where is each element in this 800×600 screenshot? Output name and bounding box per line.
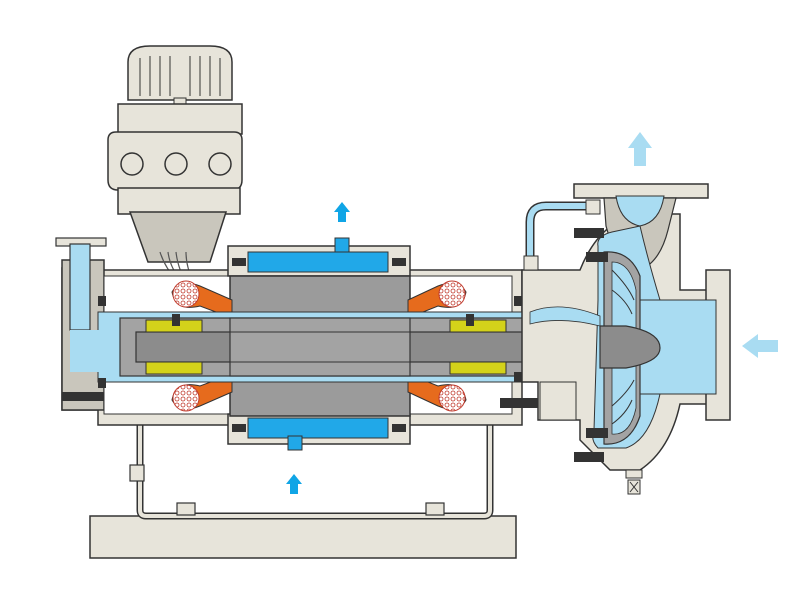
flushing-line — [523, 199, 601, 271]
pump-casing — [521, 183, 731, 495]
outlet-flow-arrow — [628, 132, 652, 166]
coolant-out-arrow — [334, 202, 350, 222]
casing-bolts — [62, 296, 538, 408]
coolant-in-arrow — [286, 474, 302, 494]
base-plate — [89, 425, 517, 559]
bearings — [145, 314, 555, 375]
terminal-box — [107, 45, 243, 286]
inlet-flow-arrow — [742, 334, 778, 358]
stator-windings — [171, 280, 467, 412]
